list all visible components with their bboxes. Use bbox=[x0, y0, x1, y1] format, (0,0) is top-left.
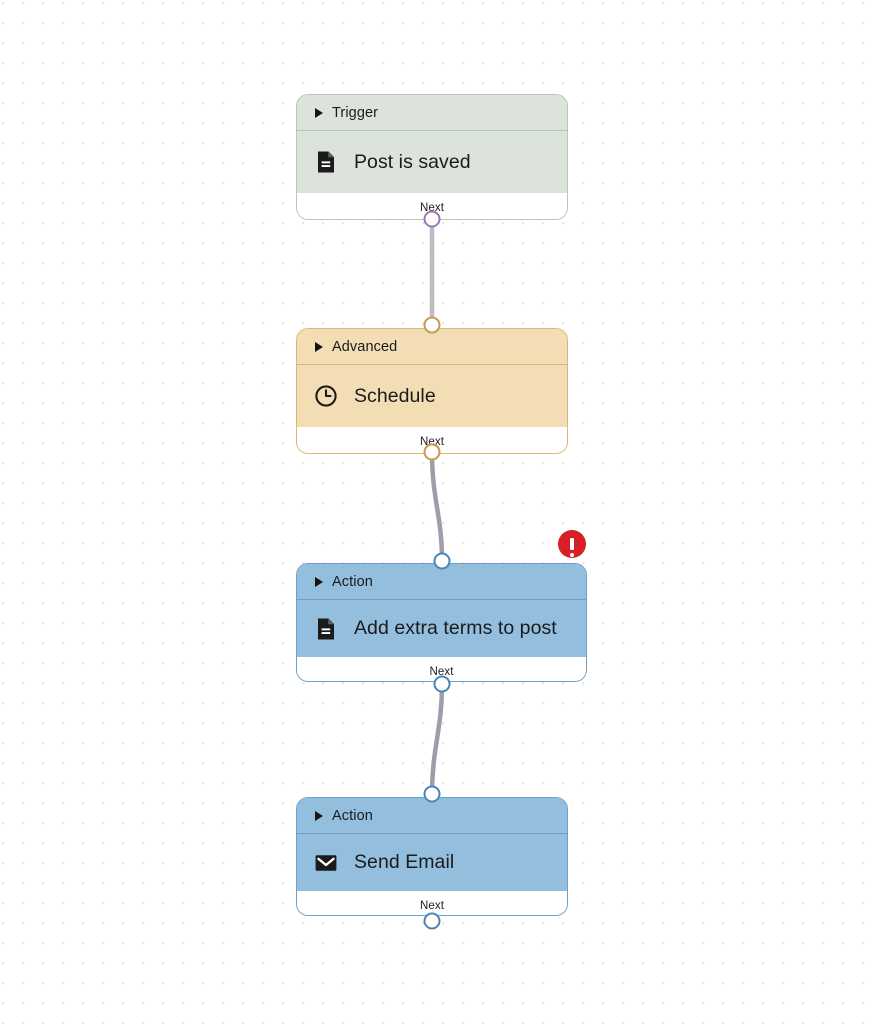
node-body[interactable]: Schedule bbox=[297, 365, 567, 427]
edge-advanced-to-action1 bbox=[429, 449, 445, 564]
error-indicator-icon[interactable] bbox=[558, 530, 586, 558]
clock-icon bbox=[315, 385, 337, 407]
document-icon bbox=[318, 151, 334, 173]
chevron-right-icon[interactable] bbox=[315, 341, 323, 352]
node-action-send-email[interactable]: Action Send Email Next bbox=[296, 797, 568, 916]
port-action1-in[interactable] bbox=[433, 552, 451, 570]
node-title: Add extra terms to post bbox=[354, 617, 557, 639]
node-header[interactable]: Advanced bbox=[297, 329, 567, 365]
node-advanced-schedule[interactable]: Advanced Schedule Next bbox=[296, 328, 568, 454]
node-title: Schedule bbox=[354, 384, 436, 407]
node-header[interactable]: Action bbox=[297, 564, 586, 600]
node-action-add-extra-terms-to-post[interactable]: Action Add extra terms to post Next bbox=[296, 563, 587, 682]
chevron-right-icon[interactable] bbox=[315, 576, 323, 587]
node-title: Post is saved bbox=[354, 150, 471, 173]
port-action2-in[interactable] bbox=[423, 785, 441, 803]
node-trigger-post-is-saved[interactable]: Trigger Post is saved Next bbox=[296, 94, 568, 220]
node-body[interactable]: Post is saved bbox=[297, 131, 567, 193]
edge-action1-to-action2 bbox=[429, 681, 445, 797]
node-kind-label: Action bbox=[332, 807, 373, 824]
port-trigger-out[interactable] bbox=[423, 210, 441, 228]
port-action2-out[interactable] bbox=[423, 912, 441, 930]
chevron-right-icon[interactable] bbox=[315, 107, 323, 118]
node-header[interactable]: Action bbox=[297, 798, 567, 834]
node-body[interactable]: Send Email bbox=[297, 834, 567, 891]
exclamation-glyph bbox=[570, 538, 574, 557]
port-action1-out[interactable] bbox=[433, 675, 451, 693]
node-body[interactable]: Add extra terms to post bbox=[297, 600, 586, 657]
document-icon bbox=[318, 618, 334, 639]
node-kind-label: Advanced bbox=[332, 338, 398, 355]
port-advanced-in[interactable] bbox=[423, 316, 441, 334]
node-header[interactable]: Trigger bbox=[297, 95, 567, 131]
node-footer-next[interactable]: Next bbox=[297, 891, 567, 915]
chevron-right-icon[interactable] bbox=[315, 810, 323, 821]
node-kind-label: Action bbox=[332, 573, 373, 590]
port-advanced-out[interactable] bbox=[423, 443, 441, 461]
node-title: Send Email bbox=[354, 851, 455, 873]
node-kind-label: Trigger bbox=[332, 104, 379, 121]
envelope-icon bbox=[315, 854, 337, 871]
